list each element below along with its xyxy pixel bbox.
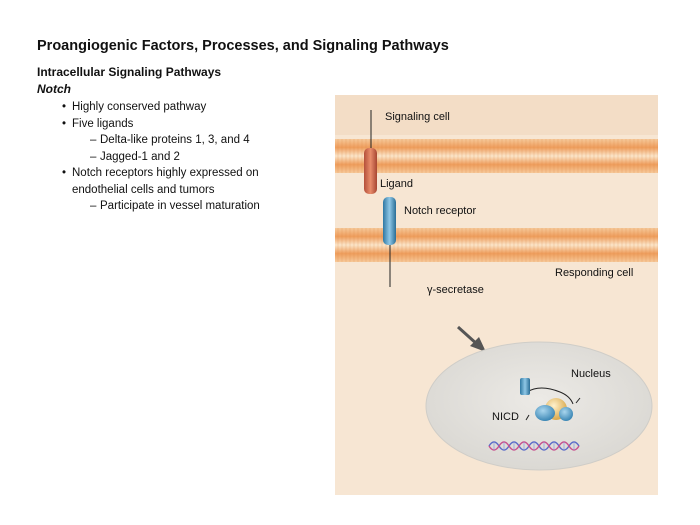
ligand-protein: [364, 110, 377, 194]
section-heading: Notch: [37, 82, 71, 96]
sub-bullet-item: Delta-like proteins 1, 3, and 4: [62, 132, 260, 149]
nucleus-shape: [425, 341, 653, 471]
sub-bullet-item: Participate in vessel maturation: [62, 198, 260, 215]
sub-bullet-item: Jagged-1 and 2: [62, 149, 260, 166]
bullet-item: Highly conserved pathway: [62, 99, 260, 116]
bullet-list: Highly conserved pathway Five ligands De…: [62, 99, 260, 215]
sub-bullet-text: Delta-like proteins 1, 3, and 4: [100, 134, 250, 146]
cell-background-top: [335, 95, 658, 135]
bullet-item: Notch receptors highly expressed on endo…: [62, 165, 260, 198]
nicd-label: NICD: [492, 411, 519, 423]
responding-cell-label: Responding cell: [555, 267, 633, 279]
nucleus-label: Nucleus: [571, 368, 611, 380]
signaling-cell-label: Signaling cell: [385, 111, 450, 123]
bullet-item: Five ligands: [62, 116, 260, 133]
notch-receptor-protein: [383, 197, 396, 287]
bullet-text: Five ligands: [72, 117, 134, 130]
bullet-text: Highly conserved pathway: [72, 101, 207, 113]
arrow-icon: [456, 325, 486, 352]
subtitle: Intracellular Signaling Pathways: [37, 65, 222, 79]
nicd-complex: [520, 378, 581, 421]
bullet-text-continuation: endothelial cells and tumors: [72, 183, 215, 196]
gamma-secretase-label: γ-secretase: [427, 284, 484, 296]
notch-receptor-label: Notch receptor: [404, 205, 476, 217]
bullet-text: Notch receptors highly expressed on: [72, 167, 259, 179]
ligand-label: Ligand: [380, 178, 413, 190]
signaling-cell-membrane: [335, 139, 658, 173]
sub-bullet-text: Participate in vessel maturation: [100, 200, 260, 212]
sub-bullet-text: Jagged-1 and 2: [100, 150, 180, 163]
page-title: Proangiogenic Factors, Processes, and Si…: [37, 38, 449, 54]
dna-helix: [488, 441, 580, 451]
